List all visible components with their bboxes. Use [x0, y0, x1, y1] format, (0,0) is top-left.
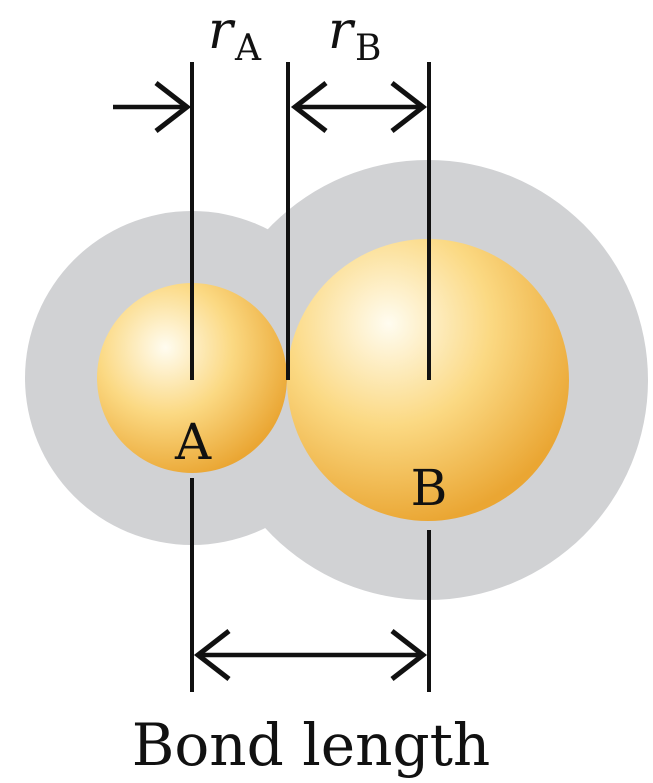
atom-a-label: A [174, 413, 212, 471]
bond-length-arrow [193, 629, 428, 681]
radius-b-subscript: B [355, 28, 381, 69]
bond-length-caption: Bond length [132, 711, 490, 779]
radius-b-arrow [290, 81, 428, 133]
atom-b-label: B [411, 459, 448, 517]
radius-a-subscript: A [234, 28, 262, 69]
radius-a-arrow [113, 81, 192, 133]
radius-b-label: r B [328, 1, 381, 69]
radius-a-label: r A [208, 1, 262, 69]
radius-a-symbol: r [208, 1, 236, 61]
radius-b-symbol: r [328, 1, 356, 61]
